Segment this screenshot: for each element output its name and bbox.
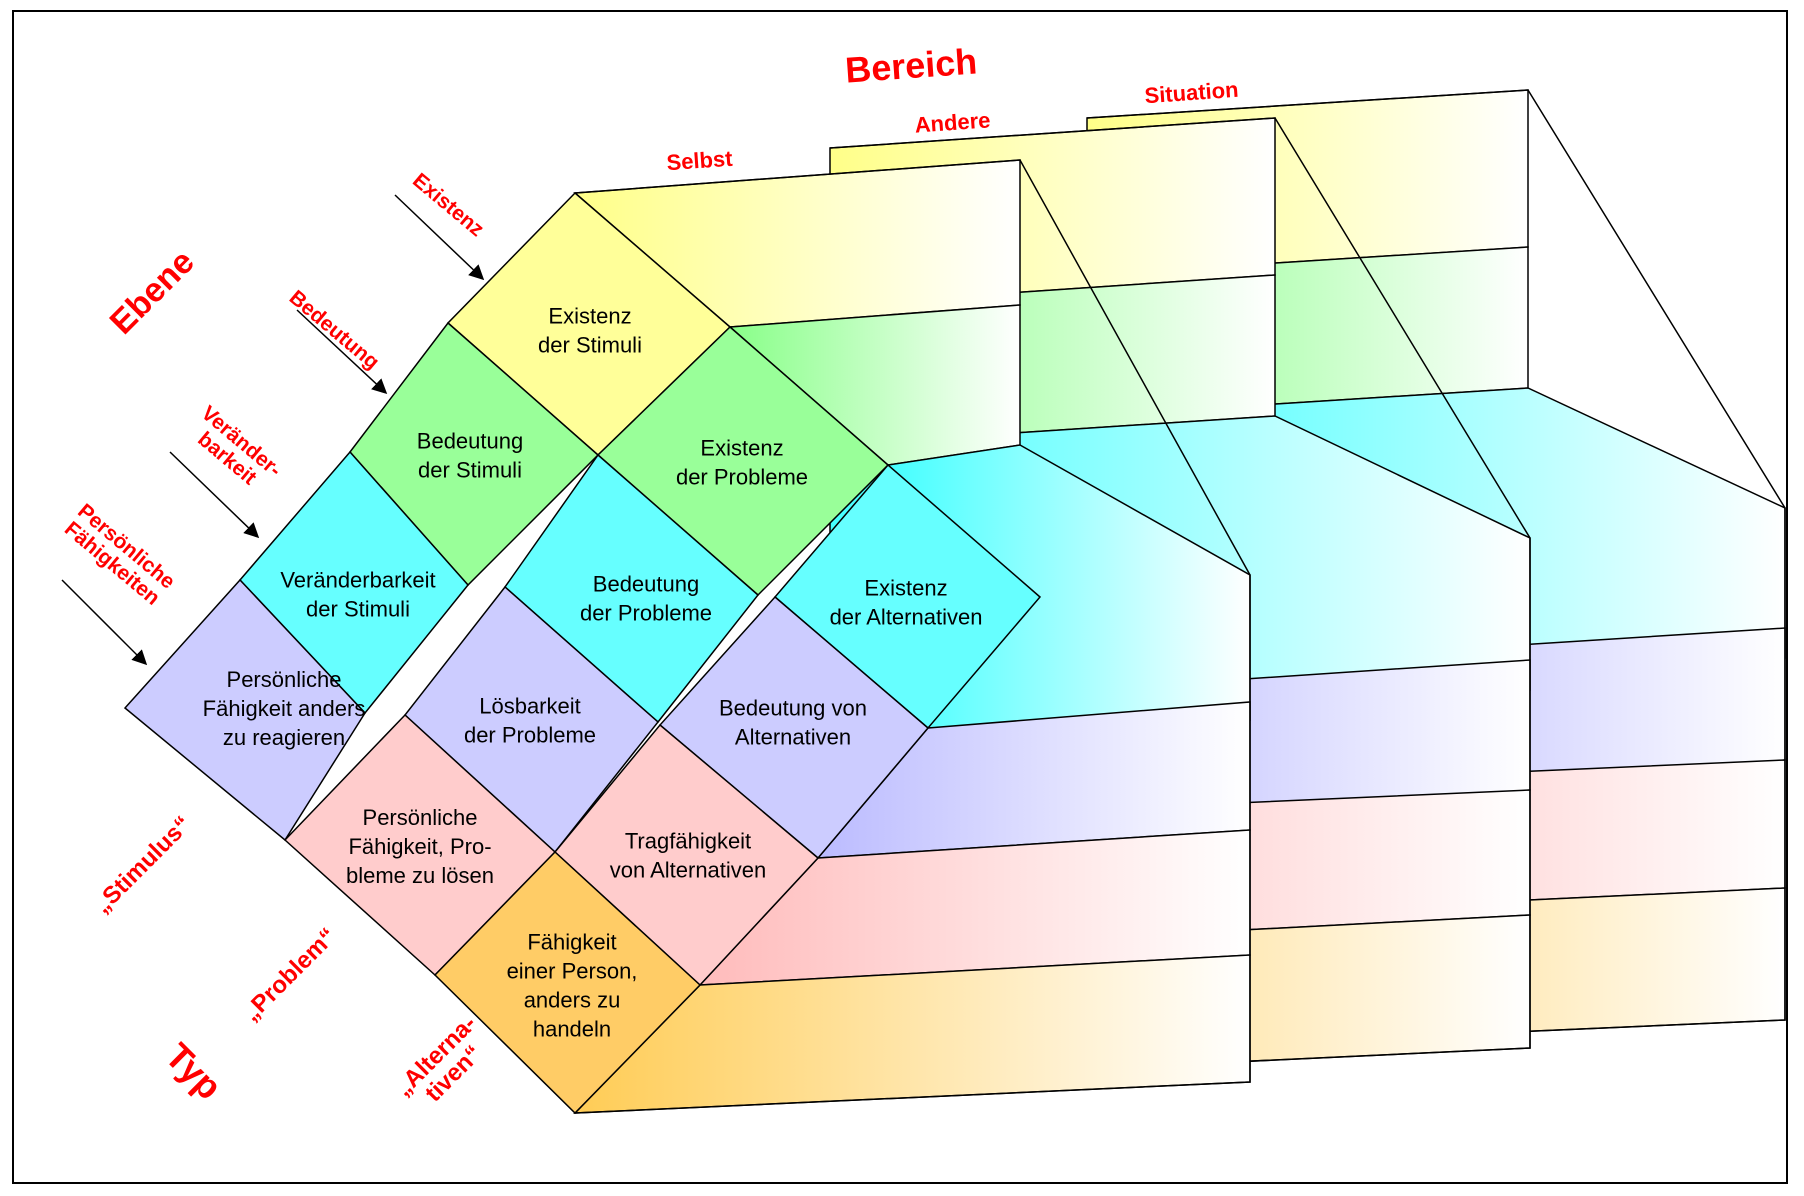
title-bereich: Bereich [844,40,979,90]
typ-label: „Stimulus“ [89,811,197,919]
arrow-existenz [394,194,485,281]
level-arrows [61,194,485,666]
front-face [123,191,1042,1115]
arrow-bedeutung [296,309,388,395]
title-ebene: Ebene [103,243,202,342]
bereich-label: Andere [914,107,991,137]
title-typ: Typ [158,1035,230,1107]
arrow-faehigkeiten [61,579,148,666]
typ-label: „Alterna-tiven“ [390,1010,500,1120]
bereich-label: Situation [1144,77,1240,109]
cell-faehigkeit-handeln [433,850,702,1115]
ebene-label: PersönlicheFähigkeiten [59,499,179,610]
typ-label: „Problem“ [238,923,342,1027]
ebene-label: Bedeutung [285,286,384,374]
bereich-label: Selbst [666,146,734,176]
ebene-label: Veränder-barkeit [183,402,286,499]
diagram-frame [12,10,1788,1184]
ebene-label: Existenz [408,169,488,241]
arrow-veraenderbarkeit [169,451,260,539]
